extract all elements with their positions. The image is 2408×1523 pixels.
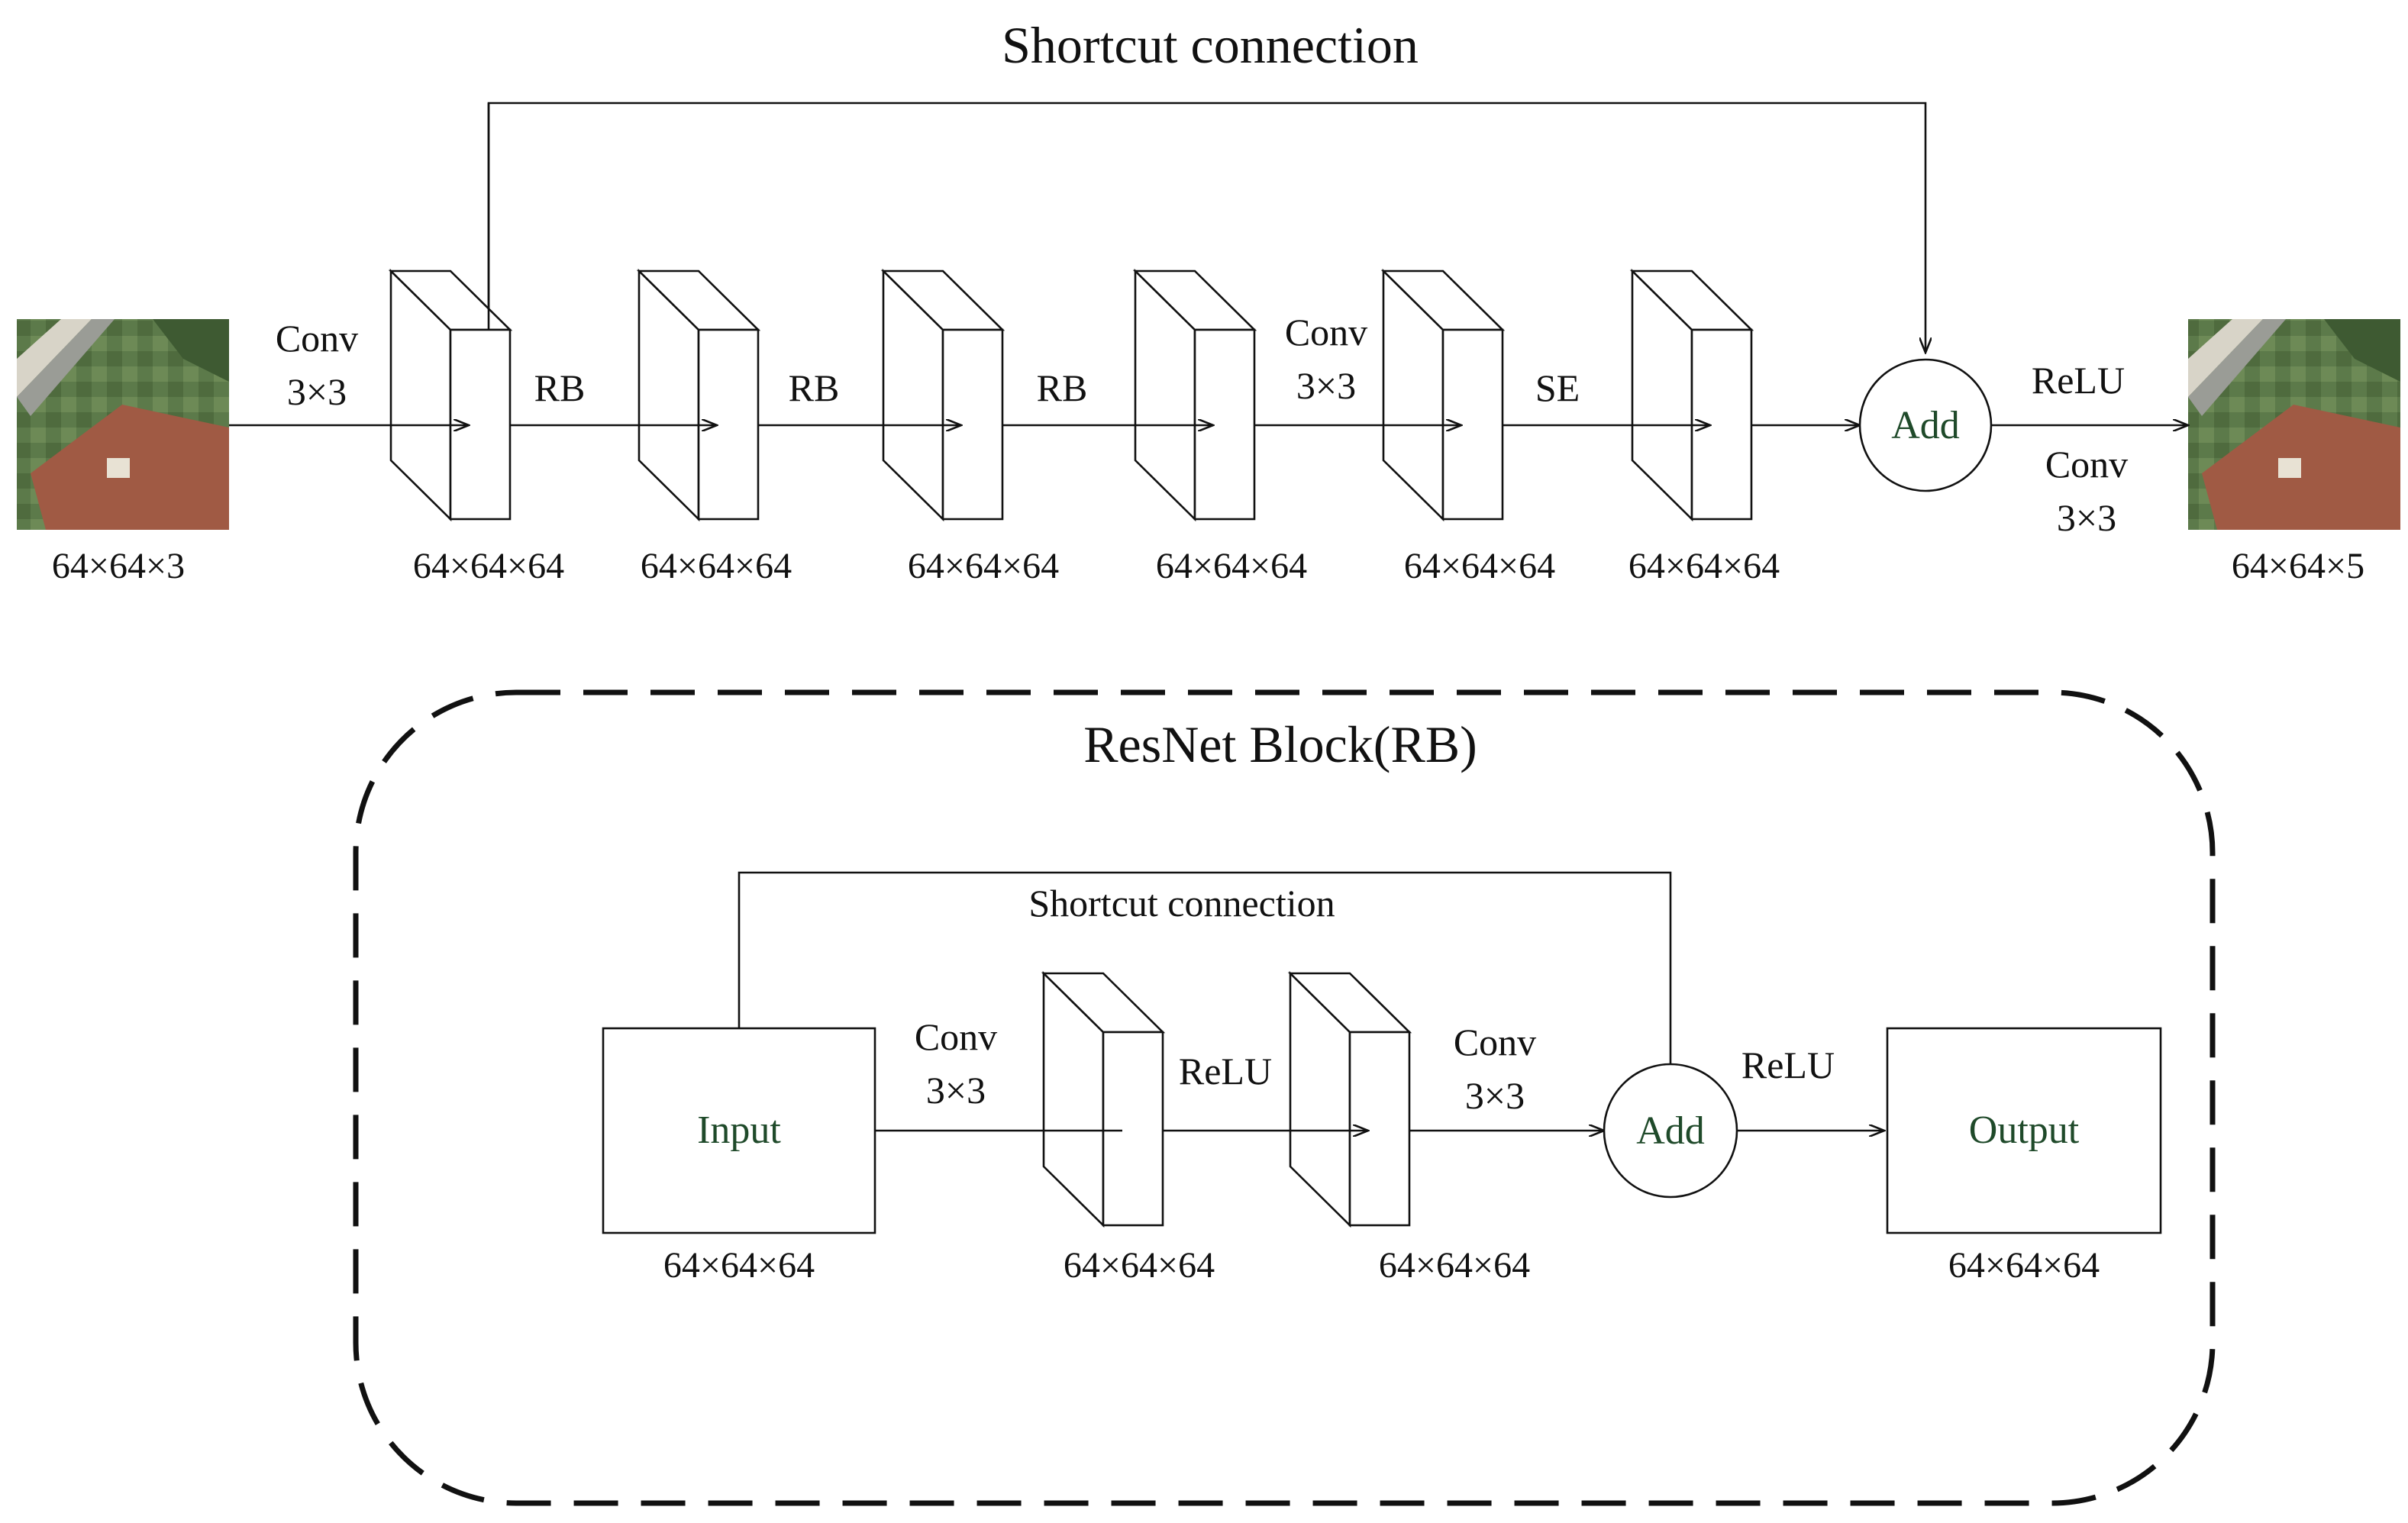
feature-block-5 [1380,268,1506,522]
step-label-se: SE [1535,366,1580,409]
block-input-label: Input [697,1108,781,1152]
block-input-box [602,1027,876,1234]
feature-dim-2: 64×64×64 [641,546,792,586]
step-label-conv-2: Conv [1285,311,1367,353]
block-relu2-label: ReLU [1741,1044,1835,1086]
block-output-label: Output [1969,1108,2080,1152]
feature-block-4 [1132,268,1257,522]
step-label-rb-2: RB [789,366,840,409]
top-title: Shortcut connection [1002,16,1419,74]
input-satellite-image [17,319,229,530]
feature-block-2 [636,268,761,522]
block-add-node [1603,1063,1738,1199]
feature-dim-6: 64×64×64 [1628,546,1780,586]
block-add-label: Add [1636,1109,1705,1153]
resnet-block-frame [353,689,2216,1506]
top-relu-label: ReLU [2032,359,2125,402]
feature-dim-3: 64×64×64 [908,546,1059,586]
block-relu1-label: ReLU [1179,1050,1272,1092]
feature-block-1 [388,268,513,522]
feature-block-6 [1629,268,1754,522]
feature-dim-5: 64×64×64 [1404,546,1555,586]
feature-block-3 [880,268,1005,522]
top-out-conv-label: Conv [2045,443,2128,486]
top-add-node [1858,358,1993,492]
step-label-conv-2-kernel: 3×3 [1296,364,1356,407]
step-label-rb-3: RB [1037,366,1088,409]
top-add-label: Add [1891,404,1960,447]
block-conv1-kernel: 3×3 [926,1069,986,1112]
resnet-block-title: ResNet Block(RB) [1083,715,1477,773]
block-input-dim: 64×64×64 [663,1245,815,1286]
block-feature-2 [1287,970,1412,1228]
block-shortcut-label: Shortcut connection [1028,882,1335,924]
block-output-dim: 64×64×64 [1948,1245,2100,1286]
block-output-box [1886,1027,2162,1234]
block-feat2-dim: 64×64×64 [1379,1245,1530,1286]
output-satellite-image [2188,319,2400,530]
feature-dim-4: 64×64×64 [1156,546,1307,586]
step-label-conv-kernel: 3×3 [287,370,347,413]
step-label-rb-1: RB [534,366,586,409]
block-feat1-dim: 64×64×64 [1064,1245,1215,1286]
block-feature-1 [1041,970,1166,1228]
step-label-conv: Conv [276,317,358,360]
block-conv2-label: Conv [1454,1021,1536,1063]
block-conv2-kernel: 3×3 [1465,1074,1525,1117]
output-dim-label: 64×64×5 [2232,546,2364,586]
top-out-conv-kernel: 3×3 [2057,496,2116,539]
block-conv1-label: Conv [915,1015,997,1058]
input-dim-label: 64×64×3 [52,546,185,586]
feature-dim-1: 64×64×64 [413,546,564,586]
block-shortcut-line [738,871,1672,1064]
